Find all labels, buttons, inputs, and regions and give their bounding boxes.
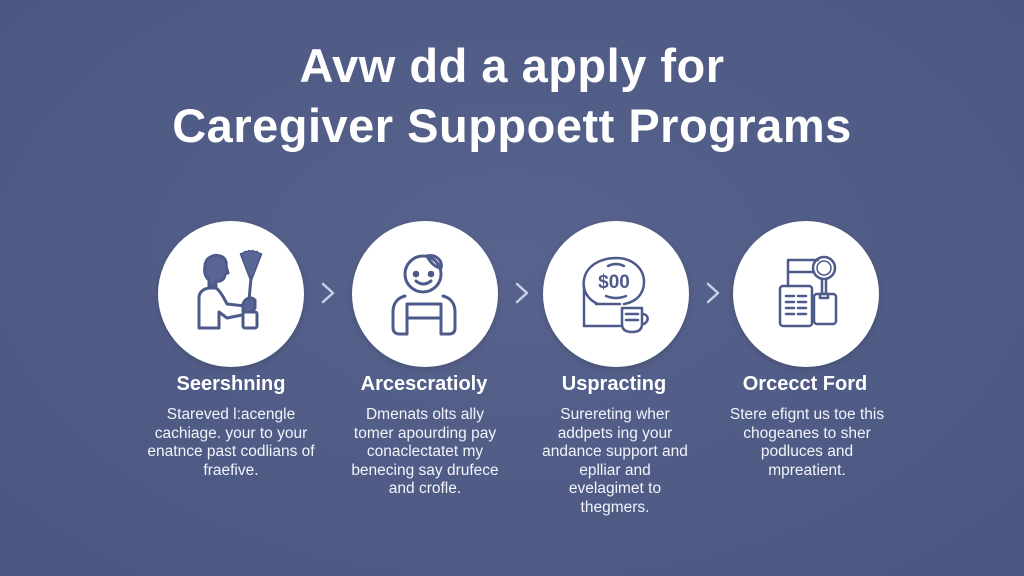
step-1-description: Stareved l:acengle cachiage. your to you… <box>147 406 315 479</box>
page-title: Avw dd a apply for Caregiver Suppoett Pr… <box>0 36 1024 156</box>
step-3-title: Uspracting <box>561 373 667 395</box>
svg-text:$00: $00 <box>598 272 630 293</box>
title-line-1: Avw dd a apply for <box>299 39 725 92</box>
step-3-description: Surereting wher addpets ing your andance… <box>542 406 688 516</box>
money-bubble-cup-icon: $00 <box>582 256 649 334</box>
chevron-right-icon <box>514 279 530 307</box>
step-2-circle <box>352 221 498 367</box>
title-line-2: Caregiver Suppoett Programs <box>172 99 852 152</box>
chevron-right-icon <box>320 279 336 307</box>
step-1-title: Seershning <box>176 373 286 395</box>
smiling-person-icon <box>391 254 457 336</box>
person-with-feather-duster-icon <box>197 249 263 330</box>
step-4-circle <box>733 221 879 367</box>
step-2-description: Dmenats olts ally tomer apourding pay co… <box>351 406 499 498</box>
steps-row: $00 Seershning Arcesc <box>0 221 1024 521</box>
documents-magnifier-icon <box>778 255 838 328</box>
step-2-title: Arcescratioly <box>360 373 488 395</box>
step-4-title: Orcecct Ford <box>742 373 868 395</box>
step-3-circle: $00 <box>543 221 689 367</box>
chevron-right-icon <box>705 279 721 307</box>
step-1-circle <box>158 221 304 367</box>
step-4-description: Stere efignt us toe this chogeanes to sh… <box>729 406 885 479</box>
